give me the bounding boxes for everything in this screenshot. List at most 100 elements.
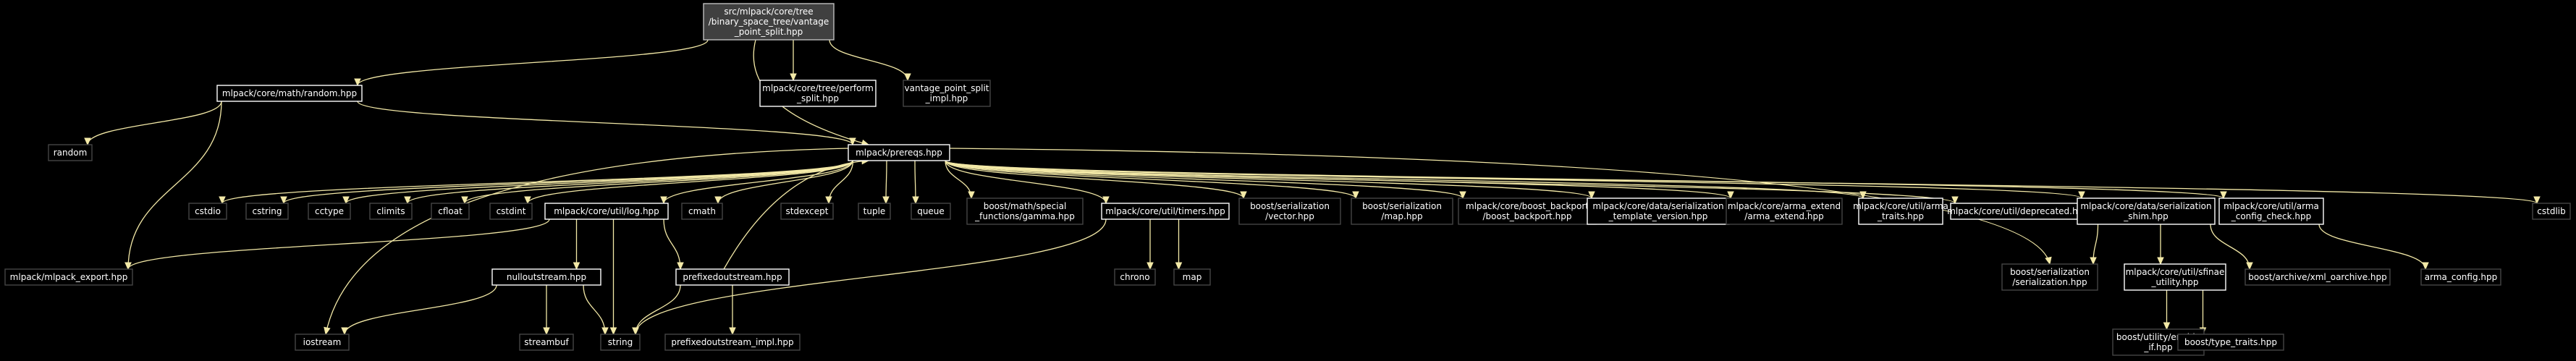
node-label: cstdint [497,206,526,216]
edge-arrowhead [1727,191,1734,200]
edge-arrowhead [1588,191,1595,200]
node-cstdlib: cstdlib [2532,203,2571,220]
node-mlpack-core-util-arma-config-check-hpp[interactable]: mlpack/core/util/arma_config_check.hpp [2218,198,2324,225]
node-label: mlpack/mlpack_export.hpp [10,272,128,282]
node-box [780,203,834,220]
edge-n31-n34 [632,284,681,336]
edge-n5-n25 [945,160,1959,205]
node-mlpack-core-util-timers-hpp[interactable]: mlpack/core/util/timers.hpp [1101,203,1230,220]
node-label: streambuf [524,337,569,347]
edge-line [127,218,550,270]
edge-arrowhead [2157,257,2164,266]
edge-arrowhead [2163,322,2171,331]
edge-n30-n34 [583,284,609,336]
edge-arrowhead [342,196,350,205]
edge-arrowhead [573,262,580,271]
node-label: mlpack/core/util/arma [2224,201,2319,211]
node-box [489,203,533,220]
node-label: /boost_backport.hpp [1482,211,1571,221]
edge-arrowhead [2533,196,2541,205]
node-box [2124,263,2226,291]
node-box [2420,268,2501,286]
edge-line [829,39,908,81]
node-box [188,203,227,220]
node-mlpack-core-tree-perform-split-hpp[interactable]: mlpack/core/tree/perform_split.hpp [759,80,877,107]
edge-n12-n30 [573,218,580,271]
node-label: cstring [252,206,282,216]
edge-arrowhead [882,196,890,205]
node-box [2077,198,2216,225]
edge-n5-n17 [945,160,975,200]
node-mlpack-core-data-serialization-template-version-hpp[interactable]: mlpack/core/data/serialization_template_… [1587,198,1730,225]
edge-n39-n43 [2199,290,2207,336]
node-cctype: cctype [308,203,351,220]
node-cstdint: cstdint [489,203,533,220]
edge-arrowhead [677,262,684,271]
node-label: _config_check.hpp [2231,211,2312,221]
node-label: map [1183,272,1202,282]
node-cmath: cmath [681,203,723,220]
edge-arrowhead [124,262,132,271]
node-chrono: chrono [1114,268,1156,286]
node-nulloutstream-hpp[interactable]: nulloutstream.hpp [491,268,601,286]
edge-n5-n14 [825,160,854,205]
edge-n5-n12 [660,160,853,205]
node-mlpack-core-data-serialization-shim-hpp[interactable]: mlpack/core/data/serialization_shim.hpp [2077,198,2216,225]
node-box [2177,334,2284,351]
node-box [308,203,351,220]
edge-n5-n26 [945,160,2085,200]
node-mlpack-prereqs-hpp[interactable]: mlpack/prereqs.hpp [848,144,950,161]
edge-arrowhead [1240,191,1247,200]
node-mlpack-core-math-random-hpp[interactable]: mlpack/core/math/random.hpp [216,85,363,102]
node-streambuf: streambuf [519,334,574,351]
node-map: map [1173,268,1211,286]
node-prefixedoutstream-hpp[interactable]: prefixedoutstream.hpp [675,268,790,286]
edge-line [407,160,853,204]
edge-arrowhead [524,196,531,205]
node-box [848,144,950,161]
edge-line [344,284,497,335]
node-box [519,334,574,351]
node-mlpack-core-util-deprecated-hpp[interactable]: mlpack/core/util/deprecated.hpp [1947,203,2089,220]
node-label: chrono [1120,272,1149,282]
node-boost-math-special-functions-gamma-hpp: boost/math/special_functions/gamma.hpp [966,198,1084,225]
node-mlpack-core-util-log-hpp[interactable]: mlpack/core/util/log.hpp [544,203,669,220]
node-box [675,268,790,286]
node-label: _if.hpp [2143,342,2172,352]
node-stdexcept: stdexcept [780,203,834,220]
edge-line [945,160,1956,204]
nodes-layer: src/mlpack/core/tree/binary_space_tree/v… [4,3,2571,356]
edge-n39-n42 [2163,290,2171,331]
node-label: mlpack/core/util/timers.hpp [1105,206,1225,216]
node-box [245,203,289,220]
edge-arrowhead [2220,191,2227,200]
edge-line [945,160,1244,199]
edge-arrowhead [912,196,919,205]
node-boost-serialization-serialization-hpp: boost/serialization/serialization.hpp [2001,263,2098,291]
edge-arrowhead [968,191,975,200]
node-box [858,203,891,220]
edge-arrowhead [1352,191,1359,200]
edge-line [945,160,2538,204]
node-box [544,203,669,220]
node-label: mlpack/core/data/serialization [2080,201,2211,211]
edge-arrowhead [714,196,722,205]
edge-n18-n36 [1146,218,1154,271]
edge-line [945,160,1464,199]
edge-n1-n4 [84,101,222,146]
node-string: string [600,334,641,351]
node-label: _utility.hpp [2150,277,2198,287]
edge-line [663,160,853,204]
edge-arrowhead [2045,256,2052,266]
node-label: src/mlpack/core/tree [724,7,813,17]
node-box [2001,263,2098,291]
edge-n0-n2 [790,39,797,82]
node-mlpack-core-util-sfinae-utility-hpp[interactable]: mlpack/core/util/sfinae_utility.hpp [2124,263,2226,291]
edge-line [717,160,853,204]
edge-line [635,284,681,335]
node-label: boost/math/special [984,201,1067,211]
node-mlpack-core-util-arma-traits-hpp[interactable]: mlpack/core/util/arma_traits.hpp [1853,198,1948,225]
node-src-mlpack-core-tree-binary-space-tree-vantage-point-split-hpp[interactable]: src/mlpack/core/tree/binary_space_tree/v… [703,3,835,41]
edge-line [127,101,222,270]
edge-arrowhead [404,196,411,205]
